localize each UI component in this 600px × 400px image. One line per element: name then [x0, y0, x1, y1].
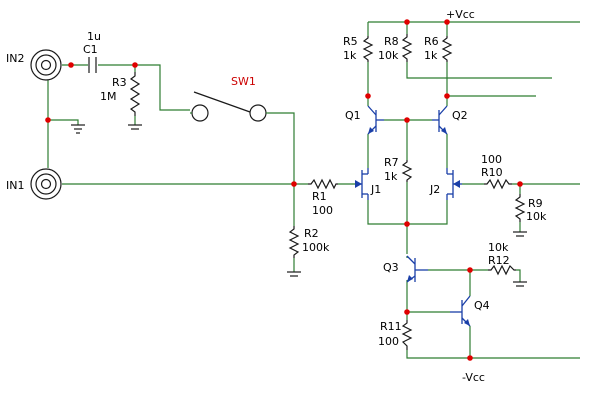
label-r12-value: 10k [488, 241, 509, 254]
label-r11-name: R11 [380, 320, 402, 333]
resistor-r7 [401, 160, 413, 182]
label-j1: J1 [370, 183, 381, 196]
label-r10-value: 100 [481, 153, 502, 166]
label-r6-value: 1k [424, 49, 438, 62]
label-r10-name: R10 [481, 166, 503, 179]
label-r1-name: R1 [312, 190, 327, 203]
transistor-q2 [432, 105, 448, 135]
resistor-r5 [362, 36, 374, 62]
capacitor-c1 [88, 57, 97, 73]
label-r2-value: 100k [302, 241, 330, 254]
label-in2: IN2 [6, 52, 24, 65]
label-q2: Q2 [452, 109, 468, 122]
label-r6-name: R6 [424, 35, 439, 48]
transistor-q1 [367, 105, 384, 135]
label-r7-value: 1k [384, 170, 398, 183]
label-sw1: SW1 [231, 75, 256, 88]
label-r8-value: 10k [378, 49, 399, 62]
label-r2-name: R2 [304, 227, 319, 240]
label-neg-vcc: -Vcc [462, 371, 485, 384]
resistor-r11 [401, 320, 413, 350]
label-c1-value: 1u [87, 30, 101, 43]
label-vcc: +Vcc [446, 8, 475, 21]
resistor-r12 [488, 264, 516, 276]
label-q1: Q1 [345, 109, 361, 122]
label-r12-name: R12 [488, 254, 510, 267]
ground-r3 [128, 124, 142, 130]
resistor-r2 [288, 226, 300, 258]
jfet-j2 [446, 168, 462, 200]
transistor-q3 [406, 255, 428, 283]
ground-in2 [71, 124, 85, 134]
label-r3-name: R3 [112, 76, 127, 89]
labels: IN2 IN1 1u C1 R3 1M SW1 +Vcc -Vcc R5 1k … [6, 8, 547, 384]
in1-jack [30, 168, 62, 200]
ground-r9 [513, 231, 527, 237]
wires [47, 21, 580, 359]
resistor-r9 [514, 194, 526, 222]
transistor-q4 [450, 295, 471, 327]
label-r3-value: 1M [100, 90, 117, 103]
label-r9-value: 10k [526, 210, 547, 223]
ground-r2 [287, 271, 301, 277]
resistor-r10 [484, 178, 512, 190]
label-j2: J2 [429, 183, 440, 196]
resistor-r8 [401, 34, 413, 62]
label-r11-value: 100 [378, 335, 399, 348]
ground-r12 [513, 281, 527, 287]
label-in1: IN1 [6, 179, 24, 192]
resistor-r6 [441, 36, 453, 62]
resistor-r3 [129, 72, 141, 116]
junction-dots [45, 19, 523, 361]
label-r9-name: R9 [528, 197, 543, 210]
label-c1-name: C1 [83, 43, 98, 56]
label-r5-value: 1k [343, 49, 357, 62]
switch-sw1 [190, 91, 268, 122]
label-r8-name: R8 [384, 35, 399, 48]
label-q3: Q3 [383, 261, 399, 274]
in2-jack [30, 49, 62, 81]
label-r1-value: 100 [312, 204, 333, 217]
label-r5-name: R5 [343, 35, 358, 48]
label-r7-name: R7 [384, 156, 399, 169]
jfet-j1 [355, 168, 369, 200]
label-q4: Q4 [474, 299, 490, 312]
resistor-r1 [308, 178, 338, 190]
